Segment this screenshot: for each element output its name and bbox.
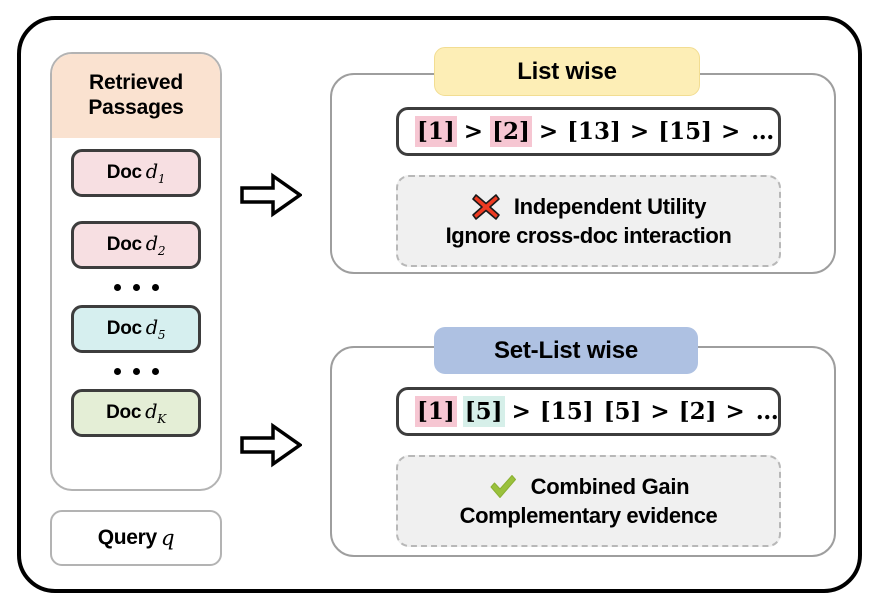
rank-token: [2] bbox=[490, 116, 532, 147]
doc-box-var: d2 bbox=[145, 232, 166, 258]
doc-box-label: Doc bbox=[106, 402, 142, 423]
retrieved-passages-header-line2: Passages bbox=[88, 96, 184, 119]
doc-box-label: Doc bbox=[106, 318, 142, 339]
note-listwise-line1: Independent Utility bbox=[513, 194, 707, 220]
dot bbox=[151, 283, 159, 291]
rank-token: [13] bbox=[567, 118, 621, 145]
check-mark-icon bbox=[488, 472, 518, 502]
rank-separator: > bbox=[511, 398, 531, 425]
ranking-sequence: [1] [5] > [15] [5] > [2] > … bbox=[415, 396, 780, 427]
rank-token: [15] bbox=[658, 118, 712, 145]
badge-listwise-label: List wise bbox=[517, 57, 617, 85]
doc-box-label: Doc bbox=[106, 234, 142, 255]
rank-token: [2] bbox=[678, 398, 717, 425]
ellipsis-dots-1 bbox=[113, 269, 159, 305]
rank-separator: > bbox=[629, 118, 650, 145]
note-setlistwise-line2: Complementary evidence bbox=[459, 503, 718, 529]
dot bbox=[113, 367, 121, 375]
rank-separator: > bbox=[463, 118, 484, 145]
note-setlistwise: Combined Gain Complementary evidence bbox=[396, 455, 781, 547]
rank-separator: > bbox=[725, 398, 745, 425]
note-listwise-line2: Ignore cross-doc interaction bbox=[445, 223, 732, 249]
dot bbox=[132, 367, 140, 375]
ranking-sequence: [1] > [2] > [13] > [15] > … bbox=[415, 116, 775, 147]
rank-ellipsis: … bbox=[751, 118, 776, 145]
rank-token: [5] bbox=[603, 398, 642, 425]
rank-ellipsis: … bbox=[755, 398, 780, 425]
badge-setlistwise-label: Set-List wise bbox=[493, 336, 639, 364]
note-setlistwise-line1-row: Combined Gain bbox=[488, 472, 690, 502]
rank-token: [5] bbox=[462, 396, 505, 427]
badge-setlistwise[interactable]: Set-List wise bbox=[434, 327, 698, 374]
note-setlistwise-line1: Combined Gain bbox=[530, 474, 690, 500]
retrieved-passages-header: Retrieved Passages bbox=[52, 54, 220, 138]
rank-separator: > bbox=[720, 118, 741, 145]
arrow-right-icon bbox=[240, 172, 302, 218]
dot bbox=[132, 283, 140, 291]
ranking-row-listwise: [1] > [2] > [13] > [15] > … bbox=[396, 107, 781, 156]
rank-token: [1] bbox=[415, 116, 457, 147]
retrieved-passages-header-line1: Retrieved bbox=[89, 71, 183, 95]
badge-listwise[interactable]: List wise bbox=[434, 47, 700, 96]
doc-box-var: dK bbox=[145, 400, 166, 426]
ranking-row-setlistwise: [1] [5] > [15] [5] > [2] > … bbox=[396, 387, 781, 436]
note-listwise-line1-row: Independent Utility bbox=[471, 192, 706, 222]
doc-box-label: Doc bbox=[106, 162, 142, 183]
dot bbox=[113, 283, 121, 291]
dot bbox=[151, 367, 159, 375]
rank-separator: > bbox=[538, 118, 559, 145]
doc-box-var: d1 bbox=[145, 160, 166, 186]
query-label: Query bbox=[97, 526, 158, 549]
query-var: q bbox=[160, 525, 175, 551]
rank-token: [1] bbox=[415, 396, 457, 427]
rank-token: [15] bbox=[539, 398, 594, 425]
rank-separator: > bbox=[650, 398, 670, 425]
arrow-right-icon bbox=[240, 422, 302, 468]
ellipsis-dots-2 bbox=[113, 353, 159, 389]
cross-mark-icon bbox=[471, 192, 501, 222]
doc-box-var: d5 bbox=[145, 316, 166, 342]
note-listwise: Independent Utility Ignore cross-doc int… bbox=[396, 175, 781, 267]
